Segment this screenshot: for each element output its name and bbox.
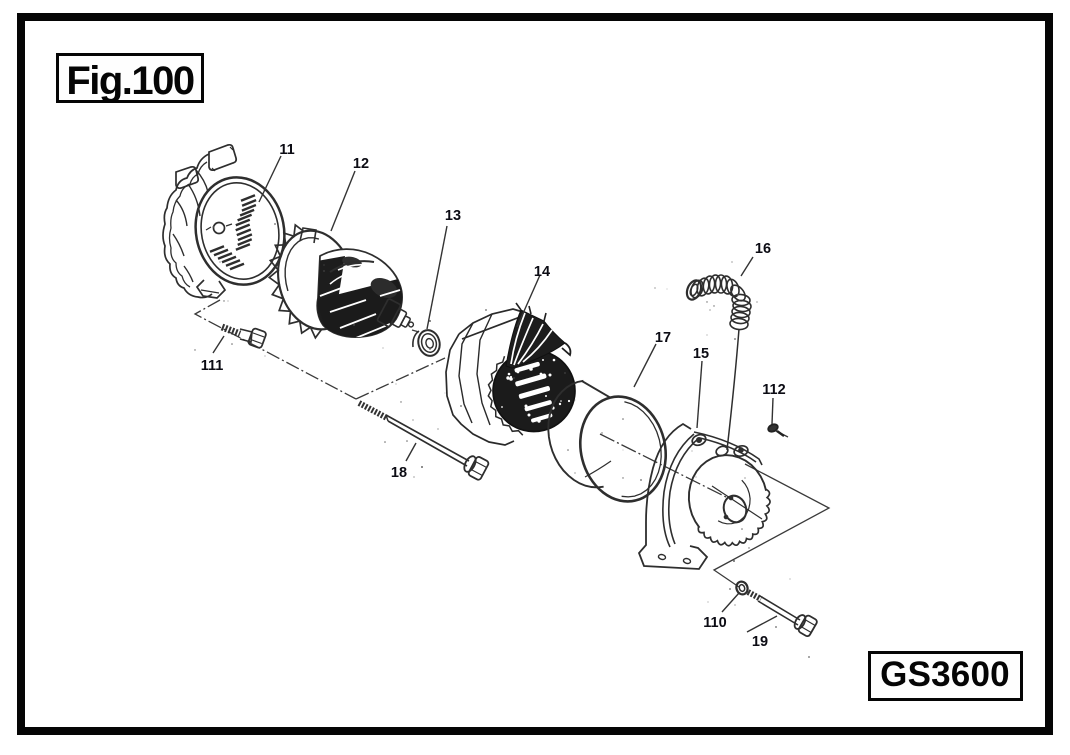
svg-text:18: 18 — [391, 465, 407, 481]
svg-text:12: 12 — [353, 156, 369, 172]
svg-text:111: 111 — [201, 358, 224, 374]
svg-text:13: 13 — [445, 208, 461, 224]
svg-text:14: 14 — [534, 264, 550, 280]
svg-text:112: 112 — [762, 382, 785, 398]
svg-text:11: 11 — [279, 142, 294, 158]
svg-text:19: 19 — [752, 634, 768, 650]
svg-text:110: 110 — [703, 615, 726, 631]
svg-text:17: 17 — [655, 330, 671, 346]
svg-text:Fig.100: Fig.100 — [66, 59, 194, 103]
svg-text:15: 15 — [693, 346, 709, 362]
svg-text:GS3600: GS3600 — [880, 655, 1010, 694]
svg-text:16: 16 — [755, 241, 771, 257]
